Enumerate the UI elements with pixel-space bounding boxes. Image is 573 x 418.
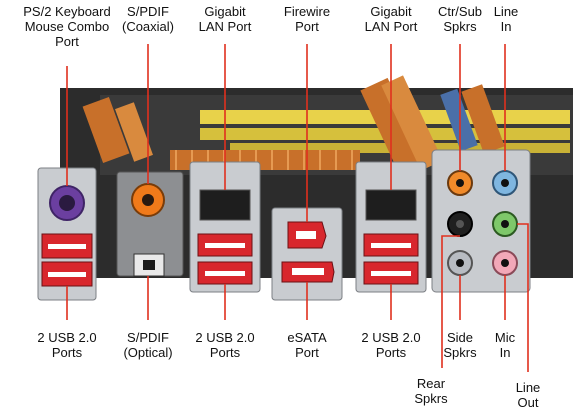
- lan-usb-stack-2: [355, 161, 427, 293]
- leader-line-out: [517, 223, 529, 372]
- audio-jack-panel: [431, 149, 531, 293]
- label-ps2-port: PS/2 Keyboard Mouse Combo Port: [23, 4, 111, 49]
- label-line-in: Line In: [493, 4, 519, 34]
- lan-port: [199, 189, 251, 221]
- label-spdif-coaxial: S/PDIF (Coaxial): [121, 4, 174, 34]
- heatsink-right: [360, 75, 505, 173]
- label-firewire-port: Firewire Port: [283, 4, 331, 34]
- label-usb-ports-3: 2 USB 2.0 Ports: [361, 330, 421, 360]
- label-usb-ports-1: 2 USB 2.0 Ports: [37, 330, 97, 360]
- label-side-spkrs: Side Spkrs: [443, 330, 477, 360]
- label-esata-port: eSATA Port: [287, 330, 327, 360]
- label-mic-in: Mic In: [494, 330, 516, 360]
- spdif-housing: [116, 171, 184, 277]
- usb-stack-1: [41, 233, 93, 287]
- label-line-out: Line Out: [515, 380, 541, 410]
- label-lan-port-2: Gigabit LAN Port: [364, 4, 418, 34]
- label-lan-port-1: Gigabit LAN Port: [198, 4, 252, 34]
- label-spdif-optical: S/PDIF (Optical): [123, 330, 173, 360]
- firewire-esata-stack: [271, 207, 343, 301]
- lan-port: [365, 189, 417, 221]
- label-ctr-sub-spkrs: Ctr/Sub Spkrs: [437, 4, 483, 34]
- heatsink-left: [82, 97, 153, 163]
- leader-lines: [66, 44, 529, 372]
- label-rear-spkrs: Rear Spkrs: [414, 376, 448, 406]
- leader-rear: [441, 235, 460, 368]
- label-usb-ports-2: 2 USB 2.0 Ports: [195, 330, 255, 360]
